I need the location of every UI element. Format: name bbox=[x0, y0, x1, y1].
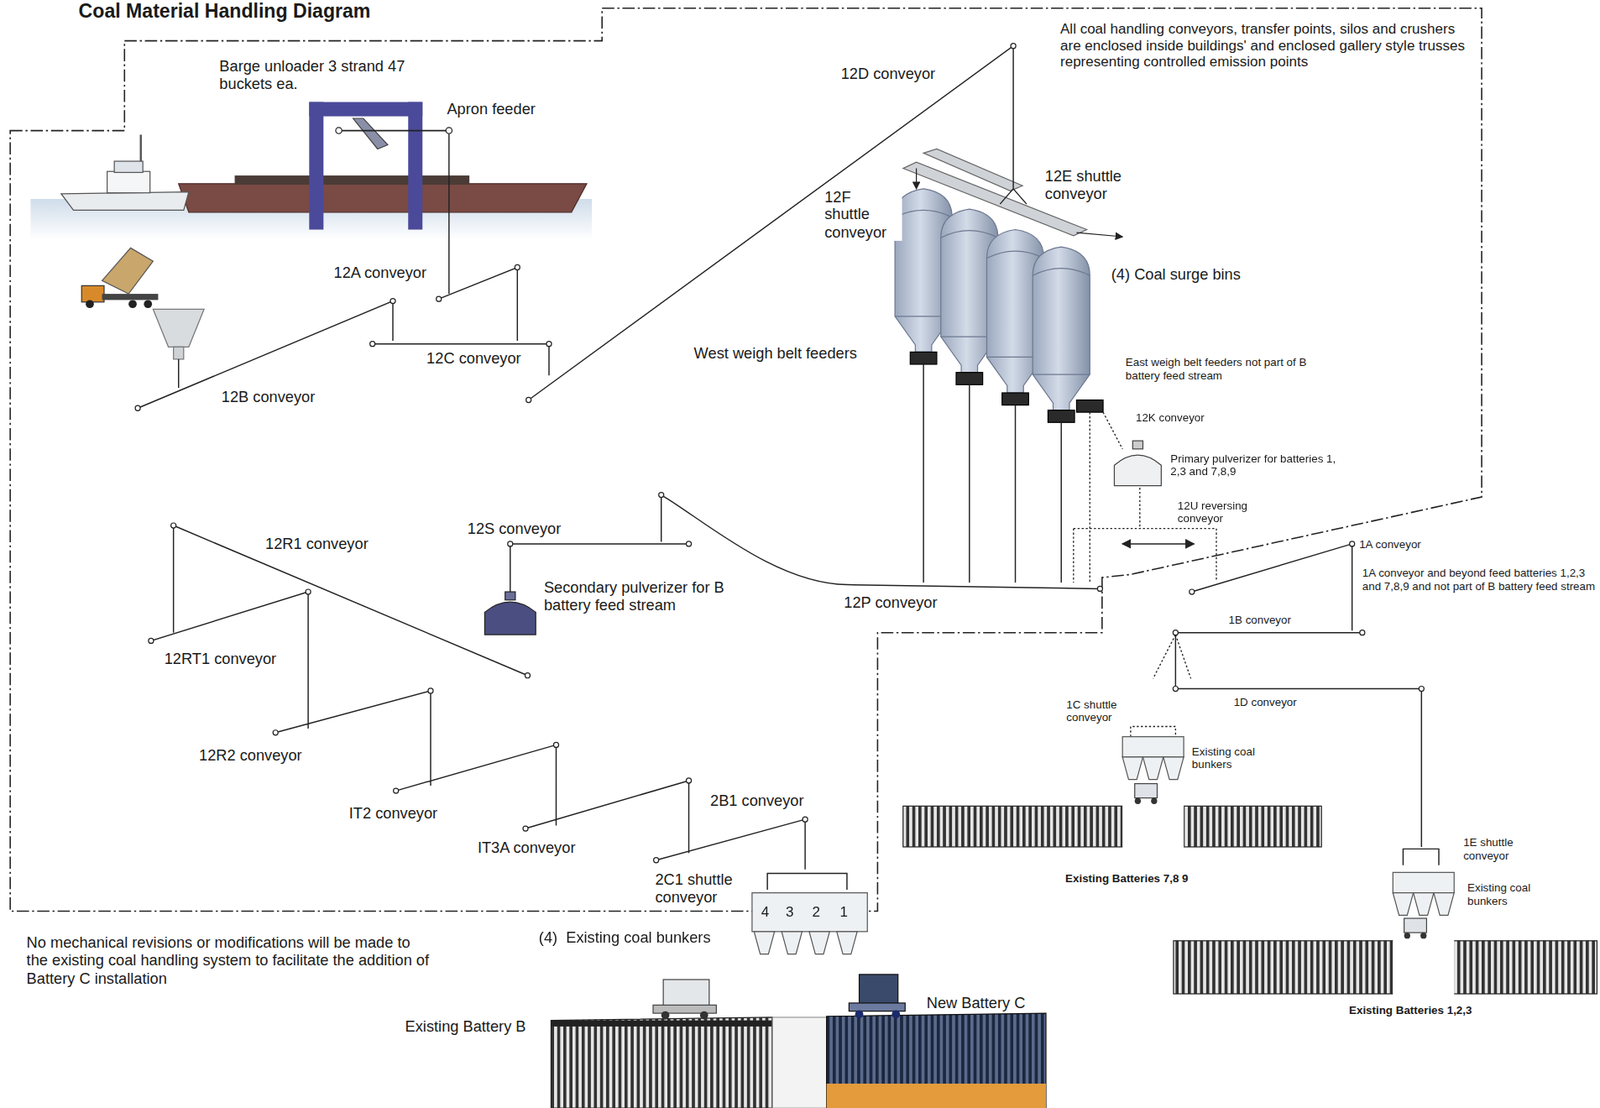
conveyor-label: 12RT1 conveyor bbox=[162, 649, 278, 668]
conveyor-label: 1A conveyor bbox=[1357, 538, 1423, 551]
equipment-label: Apron feeder bbox=[444, 99, 538, 118]
conveyor-label: 1D conveyor bbox=[1231, 695, 1299, 709]
conveyor-label: 1C shuttle conveyor bbox=[1064, 697, 1132, 724]
equipment-label: Existing coal bunkers bbox=[1189, 744, 1286, 771]
conveyor-label: 12D conveyor bbox=[838, 64, 937, 83]
battery-label: Existing Battery B bbox=[402, 1017, 529, 1036]
equipment-label: (4) Existing coal bunkers bbox=[536, 928, 713, 947]
conveyor-label: 12U reversing conveyor bbox=[1175, 498, 1266, 525]
conveyor-label: 12R1 conveyor bbox=[263, 534, 372, 553]
note: East weigh belt feeders not part of B ba… bbox=[1123, 355, 1332, 382]
diagram-title: Coal Material Handling Diagram bbox=[76, 0, 373, 23]
battery-label: Existing Batteries 1,2,3 bbox=[1347, 1003, 1475, 1017]
callout-number: 4 bbox=[758, 903, 771, 921]
note: All coal handling conveyors, transfer po… bbox=[1058, 20, 1471, 70]
conveyor-label: IT3A conveyor bbox=[475, 838, 577, 857]
equipment-label: (4) Coal surge bins bbox=[1108, 265, 1243, 283]
callout-number: 2 bbox=[810, 903, 822, 921]
conveyor-label: 12P conveyor bbox=[841, 593, 940, 612]
conveyor-label: 12F shuttle conveyor bbox=[822, 188, 903, 241]
conveyor-label: 12A conveyor bbox=[331, 263, 429, 282]
conveyor-label: 12R2 conveyor bbox=[197, 746, 305, 764]
conveyor-label: 1B conveyor bbox=[1226, 613, 1293, 627]
conveyor-label: 1E shuttle conveyor bbox=[1461, 836, 1543, 863]
battery-label: New Battery C bbox=[924, 993, 1027, 1012]
equipment-label: Secondary pulverizer for B battery feed … bbox=[541, 578, 755, 614]
conveyor-label: 12C conveyor bbox=[424, 349, 523, 367]
equipment-label: Primary pulverizer for batteries 1, 2,3 … bbox=[1168, 452, 1347, 479]
conveyor-label: 2B1 conveyor bbox=[708, 791, 806, 810]
battery-label: Existing Batteries 7,8 9 bbox=[1063, 872, 1191, 885]
conveyor-label: 2C1 shuttle conveyor bbox=[653, 870, 739, 906]
callout-number: 1 bbox=[837, 903, 850, 921]
conveyor-label: 12S conveyor bbox=[465, 519, 563, 538]
conveyor-label: 12K conveyor bbox=[1134, 411, 1208, 424]
note: 1A conveyor and beyond feed batteries 1,… bbox=[1359, 566, 1599, 593]
conveyor-label: IT2 conveyor bbox=[346, 804, 440, 822]
equipment-label: West weigh belt feeders bbox=[691, 344, 859, 362]
equipment-label: Existing coal bunkers bbox=[1465, 881, 1562, 908]
conveyor-label: 12E shuttle conveyor bbox=[1042, 167, 1149, 203]
conveyor-label: 12B conveyor bbox=[219, 387, 317, 406]
callout-number: 3 bbox=[784, 903, 796, 921]
equipment-label: Barge unloader 3 strand 47 buckets ea. bbox=[217, 57, 426, 93]
note: No mechanical revisions or modifications… bbox=[24, 933, 437, 987]
